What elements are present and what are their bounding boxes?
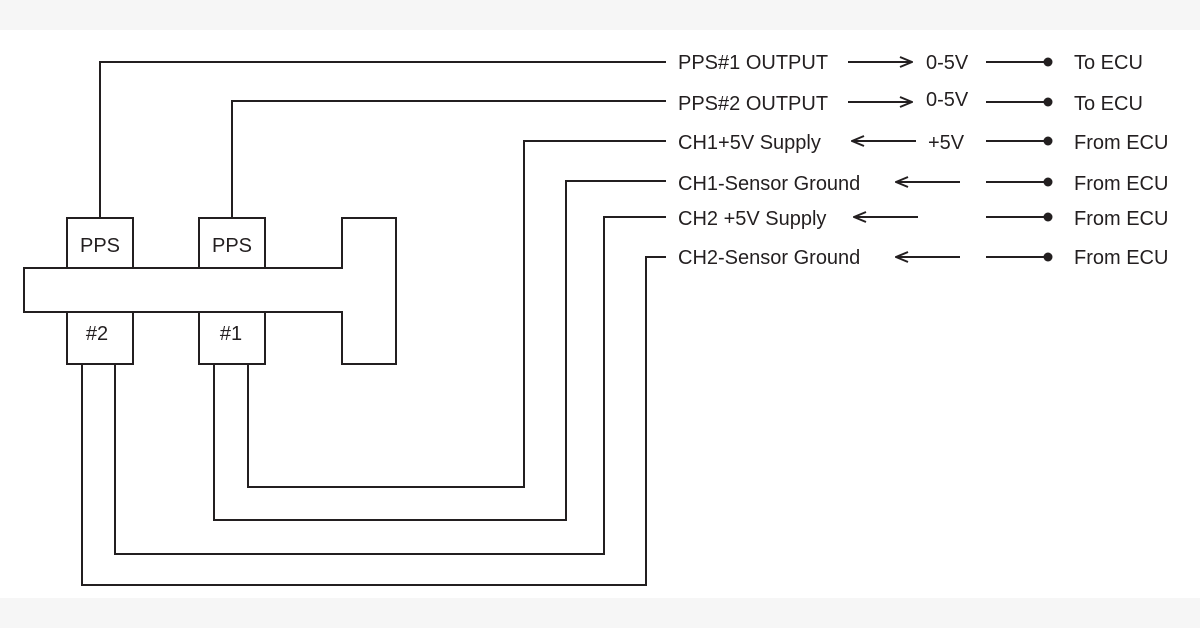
endpoint-label-4: From ECU	[1074, 173, 1168, 195]
endpoint-label-6: From ECU	[1074, 247, 1168, 269]
signal-label-ch2-supply: CH2 +5V Supply	[678, 208, 826, 230]
sensor-label-2: #2	[86, 323, 108, 345]
signal-label-pps2-output: PPS#2 OUTPUT	[678, 93, 828, 115]
terminal-dot-icon	[1043, 57, 1053, 67]
sensor-label-pps-right: PPS	[212, 235, 252, 257]
wire-ch1-supply	[247, 140, 666, 488]
signal-label-ch2-ground: CH2-Sensor Ground	[678, 247, 860, 269]
voltage-label-pps2: 0-5V	[926, 89, 969, 111]
wire-pps1-output	[99, 61, 666, 218]
sensor-block-pps-right	[198, 217, 266, 269]
endpoint-label-1: To ECU	[1074, 52, 1143, 74]
wire-pps2-output	[231, 100, 666, 218]
voltage-label-ch1: +5V	[928, 132, 965, 154]
bottom-margin-band	[0, 598, 1200, 628]
sensor-label-1: #1	[220, 323, 242, 345]
endpoint-label-3: From ECU	[1074, 132, 1168, 154]
terminal-dot-icon	[1043, 177, 1053, 187]
terminal-dot-icon	[1043, 212, 1053, 222]
endpoint-label-2: To ECU	[1074, 93, 1143, 115]
terminal-dot-icon	[1043, 136, 1053, 146]
sensor-block-1	[198, 311, 266, 365]
signal-label-ch1-supply: CH1+5V Supply	[678, 132, 821, 154]
top-margin-band	[0, 0, 1200, 30]
endpoint-label-5: From ECU	[1074, 208, 1168, 230]
signal-label-pps1-output: PPS#1 OUTPUT	[678, 52, 828, 74]
signal-label-ch1-ground: CH1-Sensor Ground	[678, 173, 860, 195]
sensor-label-pps-left: PPS	[80, 235, 120, 257]
wire-ch1-ground	[213, 180, 666, 521]
wire-ch2-ground	[81, 256, 666, 586]
terminal-dot-icon	[1043, 252, 1053, 262]
wire-ch2-supply	[114, 216, 666, 555]
voltage-label-pps1: 0-5V	[926, 52, 969, 74]
sensor-block-2	[66, 311, 134, 365]
terminal-dot-icon	[1043, 97, 1053, 107]
